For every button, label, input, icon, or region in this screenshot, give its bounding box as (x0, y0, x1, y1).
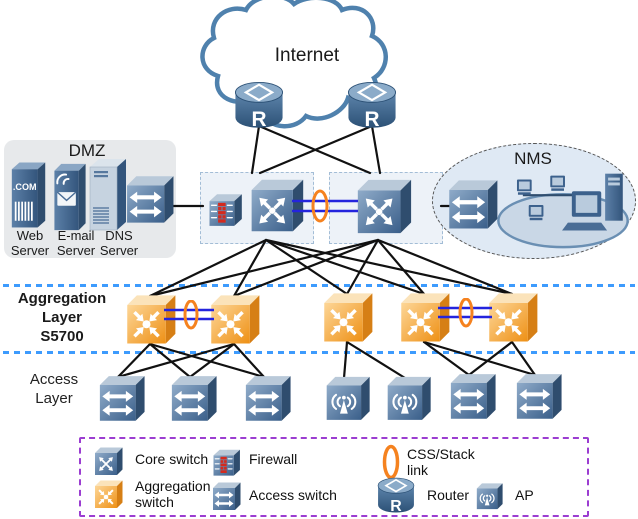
dns-server-icon (89, 159, 126, 231)
access-switch-2-icon (167, 372, 219, 424)
access-switch-1-icon (95, 372, 147, 424)
legend-aggregation-switch-icon (91, 478, 125, 510)
firewall-icon (204, 185, 248, 231)
web-server-label: Web Server (10, 228, 50, 258)
dmz-label: DMZ (68, 141, 106, 160)
router-left-letter: R (251, 108, 266, 131)
aggregation-layer-top-boundary (3, 284, 635, 287)
legend-ap-icon (473, 481, 505, 511)
nms-label: NMS (514, 149, 552, 168)
ap-2-icon (383, 373, 433, 423)
legend-ap-label: AP (515, 487, 534, 503)
email-server-label: E-mail Server (56, 228, 96, 258)
css-stack-link-core (292, 189, 358, 223)
aggregation-layer-bottom-boundary (3, 351, 635, 354)
router-left-icon: R (230, 79, 288, 131)
web-server-icon: .COM (11, 162, 46, 228)
access-switch-3-icon (241, 372, 293, 424)
legend-access-switch-icon (209, 480, 243, 512)
access-switch-4-icon (446, 370, 498, 422)
legend-router-label: Router (427, 487, 470, 503)
ap-1-icon (322, 373, 372, 423)
email-server-icon (54, 163, 86, 231)
legend-firewall-label: Firewall (249, 451, 298, 467)
router-right-letter: R (364, 108, 379, 131)
access-layer-label: Access Layer (29, 371, 79, 407)
legend-router-letter: R (390, 498, 402, 515)
legend-core-switch-label: Core switch (135, 451, 209, 467)
nms-access-switch-icon (444, 174, 500, 234)
legend-firewall-icon (209, 443, 245, 479)
legend-router-icon: R (373, 476, 419, 515)
legend-aggregation-switch-label: Aggregation switch (135, 478, 211, 510)
nms-computers (497, 173, 629, 249)
css-stack-link-agg-pair-2 (438, 298, 492, 328)
legend-core-switch-icon (91, 445, 125, 477)
web-server-com-text: .COM (13, 182, 37, 192)
aggregation-switch-3-icon (319, 289, 375, 345)
legend-access-switch-label: Access switch (249, 487, 337, 503)
legend-css-stack-link-label: CSS/Stack link (407, 446, 475, 478)
router-right-icon: R (343, 79, 401, 131)
aggregation-switch-2-icon (206, 291, 262, 347)
legend-css-stack-link-icon (382, 444, 400, 480)
aggregation-switch-5-icon (484, 289, 540, 345)
css-stack-link-agg-pair-1 (164, 300, 214, 330)
legend-box: Core switch Firewall CSS/Stack link Aggr… (79, 437, 589, 517)
core-switch-right-icon (352, 174, 414, 238)
access-switch-5-icon (512, 370, 564, 422)
dns-server-label: DNS Server (99, 228, 139, 258)
internet-label: Internet (274, 45, 340, 66)
dmz-access-switch-icon (122, 170, 176, 228)
aggregation-layer-label: Aggregation Layer S5700 (17, 290, 107, 345)
